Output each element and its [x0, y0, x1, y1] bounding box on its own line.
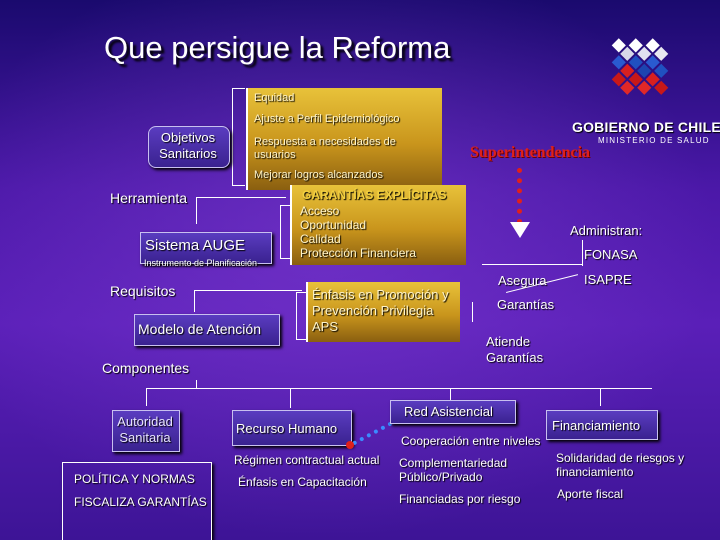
garantias-header: GARANTÍAS EXPLÍCITAS — [302, 188, 447, 202]
financiadas-riesgo-label: Financiadas por riesgo — [399, 492, 521, 506]
gobierno-title: GOBIERNO DE CHILE — [572, 119, 720, 135]
isapre-label: ISAPRE — [584, 272, 632, 287]
garantia-item: Oportunidad — [300, 218, 367, 232]
modelo-atencion-box — [134, 314, 280, 346]
complementariedad-label: Complementariedad Público/Privado — [399, 456, 508, 484]
asegura-label: Asegura — [498, 273, 547, 288]
requisitos-label: Requisitos — [110, 283, 176, 299]
objetivos-sanitarios-box — [148, 126, 230, 168]
administran-label: Administran: — [570, 223, 643, 238]
objetivo-item: Respuesta a necesidades de usuarios — [254, 136, 396, 161]
solidaridad-label: Solidaridad de riesgos y financiamiento — [556, 451, 685, 479]
aporte-fiscal-label: Aporte fiscal — [557, 487, 624, 501]
autoridad-sanitaria-details — [62, 462, 212, 540]
cooperacion-label: Cooperación entre niveles — [401, 434, 541, 448]
financiamiento-box — [546, 410, 658, 440]
superintendencia-dotted-line — [517, 168, 522, 224]
sistema-auge-label: Sistema AUGE — [145, 237, 246, 254]
superintendencia-label: Superintendencia — [470, 144, 591, 161]
garantia-item: Calidad — [300, 232, 341, 246]
modelo-atencion-label: Modelo de Atención — [138, 321, 261, 337]
atiende-garantias-label: Atiende Garantías — [486, 334, 544, 365]
objetivos-panel — [246, 88, 442, 190]
autoridad-sanitaria-box — [112, 410, 180, 452]
page-title: Que persigue la Reforma — [104, 30, 451, 65]
autoridad-sanitaria-label: Autoridad Sanitaria — [117, 414, 173, 445]
objetivo-item: Equidad — [254, 92, 295, 104]
recurso-humano-label: Recurso Humano — [236, 421, 338, 436]
garantias-bracket — [280, 205, 291, 259]
politica-normas-label: POLÍTICA Y NORMAS — [74, 472, 195, 486]
objetivo-item: Mejorar logros alcanzados — [254, 169, 384, 181]
garantias-label: Garantías — [497, 297, 555, 312]
red-asistencial-box — [390, 400, 516, 424]
garantia-item: Protección Financiera — [300, 246, 417, 260]
fiscaliza-garantias-label: FISCALIZA GARANTÍAS — [74, 495, 207, 509]
regimen-contractual-label: Régimen contractual actual — [234, 453, 380, 467]
objetivo-item: Ajuste a Perfil Epidemiológico — [254, 113, 400, 125]
red-dot-marker — [346, 441, 354, 449]
red-asistencial-label: Red Asistencial — [404, 404, 493, 419]
componentes-label: Componentes — [102, 360, 190, 376]
garantia-item: Acceso — [300, 204, 340, 218]
herramienta-label: Herramienta — [110, 190, 188, 206]
ministerio-subtitle: MINISTERIO DE SALUD — [598, 136, 710, 145]
enfasis-promocion-panel — [306, 282, 460, 342]
objetivos-sanitarios-label: Objetivos Sanitarios — [159, 130, 217, 161]
enfasis-promocion-text: Énfasis en Promoción y Prevención Privil… — [312, 287, 449, 334]
enfasis-bracket — [296, 292, 307, 340]
fonasa-label: FONASA — [584, 247, 638, 262]
enfasis-capacitacion-label: Énfasis en Capacitación — [238, 475, 367, 489]
garantias-panel — [290, 185, 466, 265]
financiamiento-label: Financiamiento — [552, 418, 641, 433]
recurso-humano-box — [232, 410, 352, 446]
gobierno-chile-logo-icon — [611, 38, 669, 95]
sistema-auge-box — [140, 232, 272, 264]
objetivos-bracket — [232, 88, 245, 186]
down-arrow-icon — [510, 222, 530, 238]
instrumento-label: Instrumento de Planificación — [144, 258, 258, 268]
